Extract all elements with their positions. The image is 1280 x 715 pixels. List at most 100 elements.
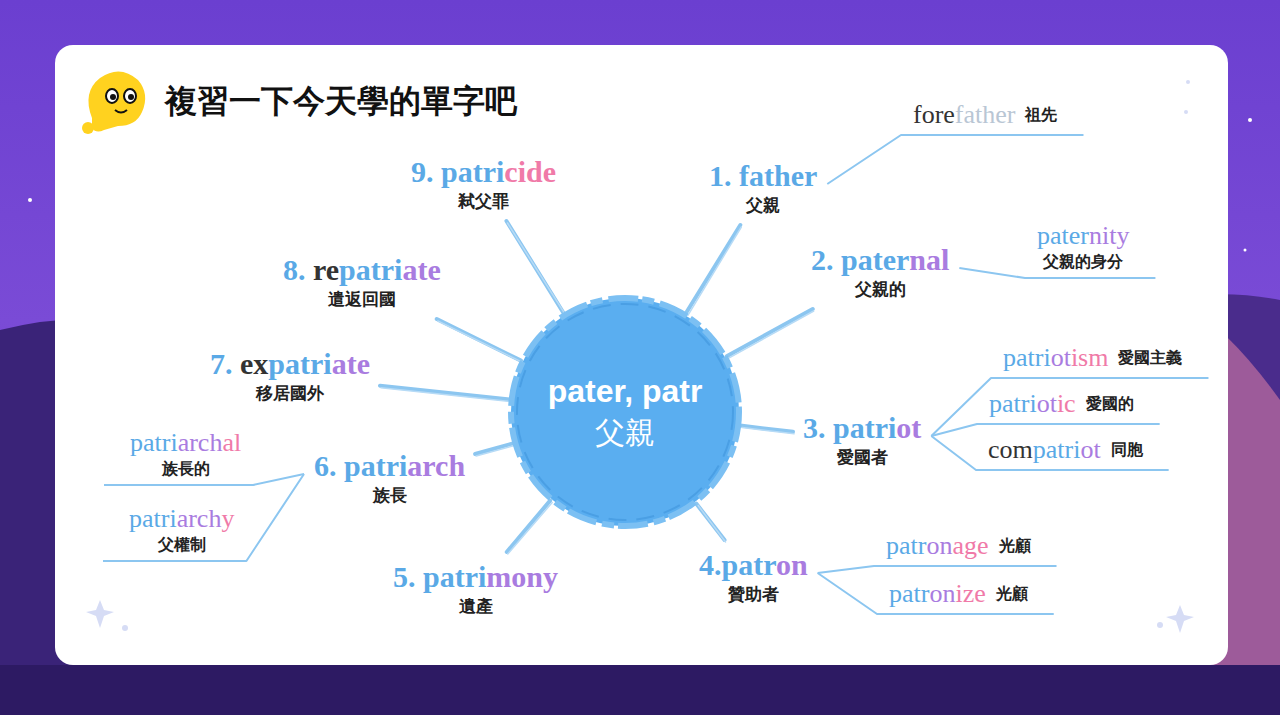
word-part: ex <box>240 347 268 380</box>
word-part: ate <box>402 253 440 286</box>
bracket-line <box>931 436 1168 470</box>
word-node: 4.patron贊助者 <box>695 546 812 608</box>
word-part: arch <box>177 504 222 533</box>
spoke-texture <box>438 321 523 363</box>
meaning: 光顧 <box>999 535 1031 557</box>
word-part: ot <box>1051 343 1071 372</box>
spoke-texture <box>698 506 725 542</box>
word: 8. repatriate <box>283 253 441 287</box>
derived-word: patriarchy父權制 <box>125 502 238 558</box>
circle-shape <box>507 294 743 530</box>
spoke-texture <box>507 223 565 315</box>
meaning: 父親 <box>595 413 655 453</box>
meaning: 愛國主義 <box>1118 347 1182 369</box>
word-part: 5. patri <box>393 560 486 593</box>
spoke <box>727 309 813 356</box>
word-part: age <box>952 531 988 560</box>
word-part: 9. patri <box>411 155 504 188</box>
spoke <box>507 501 550 552</box>
spoke-texture <box>381 388 512 402</box>
word-part: pater <box>1037 221 1089 250</box>
word: 7. expatriate <box>210 347 370 381</box>
word: patriotic <box>989 389 1076 419</box>
word: 1. father <box>709 159 817 193</box>
derived-word: patronize 光顧 <box>885 577 1032 611</box>
word: paternity <box>1037 221 1129 251</box>
word: patronize <box>889 579 986 609</box>
bracket-line <box>931 424 1159 436</box>
spoke-texture <box>508 503 552 554</box>
word: 2. paternal <box>811 243 949 277</box>
word-part: patri <box>130 428 178 457</box>
meaning: 贊助者 <box>728 584 779 606</box>
bracket-line <box>818 566 1057 573</box>
derived-word: patriarchal族長的 <box>126 426 245 482</box>
word-part: 1. father <box>709 159 817 192</box>
word-part: on <box>776 548 808 581</box>
word-part: al <box>222 428 241 457</box>
ground <box>0 665 1280 715</box>
meaning: 遺產 <box>459 596 493 618</box>
spoke-texture <box>729 311 814 358</box>
sparkles <box>86 80 1194 633</box>
word-node: 1. father 父親 <box>705 157 821 219</box>
ghost-icon <box>82 71 145 134</box>
bracket-line <box>103 474 304 561</box>
word-part: patr <box>889 579 929 608</box>
root-circle: pater, patr父親 <box>507 294 743 530</box>
meaning: 父親的 <box>855 279 906 301</box>
meaning: 光顧 <box>996 583 1028 605</box>
word-part: ism <box>1071 343 1109 372</box>
word-part: nity <box>1089 221 1129 250</box>
derived-word: patronage 光顧 <box>882 529 1035 563</box>
spoke <box>475 443 513 454</box>
word-part: ate <box>332 347 370 380</box>
spoke <box>437 319 521 361</box>
word-part: on <box>929 579 955 608</box>
word-part: patri <box>339 253 402 286</box>
word: pater, patr <box>548 371 703 411</box>
word-part: mony <box>486 560 558 593</box>
meaning: 父親的身分 <box>1043 251 1123 273</box>
derived-word: forefather祖先 <box>909 98 1061 132</box>
word-node: 9. patricide弒父罪 <box>407 153 560 215</box>
spoke <box>686 225 740 313</box>
meaning: 父親 <box>746 195 780 217</box>
word-part: patri <box>268 347 331 380</box>
word-part: ot <box>1080 435 1100 464</box>
spoke <box>380 386 510 400</box>
meaning: 族長 <box>373 485 407 507</box>
word-part: re <box>313 253 339 286</box>
word-part: patri <box>989 389 1037 418</box>
spoke-texture <box>476 445 515 456</box>
word-part: y <box>221 504 234 533</box>
meaning: 弒父罪 <box>458 191 509 213</box>
word-part: patr <box>886 531 926 560</box>
word-part: on <box>926 531 952 560</box>
word-node: 7. expatriate移居國外 <box>206 345 374 407</box>
meaning: 愛國的 <box>1086 393 1134 415</box>
meaning: 移居國外 <box>256 383 324 405</box>
derived-word: paternity父親的身分 <box>1033 219 1133 275</box>
word-part: arch <box>407 449 465 482</box>
bracket-line <box>818 573 1054 614</box>
derived-word: patriotic 愛國的 <box>985 387 1138 421</box>
word-part: 7. <box>210 347 240 380</box>
word-part: ot <box>896 411 921 444</box>
word-node: 5. patrimony 遺產 <box>389 558 562 620</box>
word-node: 3. patriot愛國者 <box>799 409 925 471</box>
word: forefather <box>913 100 1015 130</box>
word: patriarchy <box>129 504 234 534</box>
word: compatriot <box>988 435 1101 465</box>
bracket-line <box>827 135 1083 184</box>
meaning: 同胞 <box>1111 439 1143 461</box>
word-part: 2. pater <box>811 243 909 276</box>
word-node: 6. patriarch族長 <box>310 447 469 509</box>
word: 4.patron <box>699 548 808 582</box>
word: 6. patriarch <box>314 449 465 483</box>
meaning: 遣返回國 <box>328 289 396 311</box>
star <box>1244 249 1247 252</box>
meaning: 父權制 <box>158 534 206 556</box>
word-node: 2. paternal父親的 <box>807 241 953 303</box>
